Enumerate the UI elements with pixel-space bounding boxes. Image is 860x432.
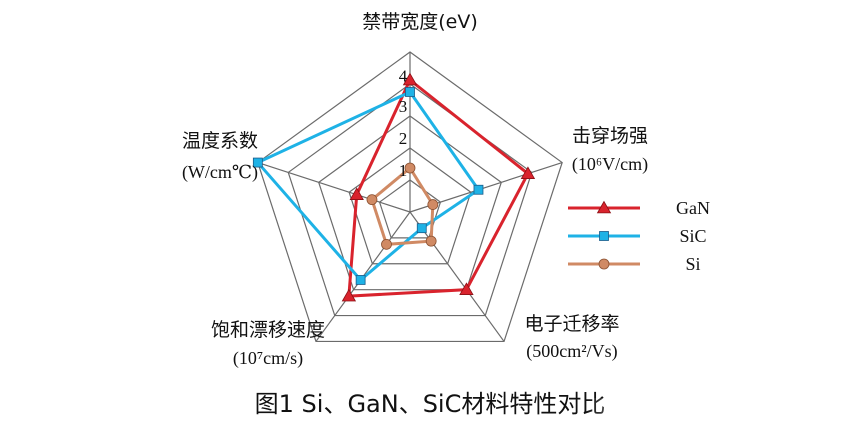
- axis-label: 禁带宽度(eV): [362, 11, 478, 33]
- series-line: [370, 165, 435, 246]
- axis-unit: (10⁷cm/s): [233, 348, 303, 369]
- data-point: [349, 187, 364, 200]
- data-point: [381, 238, 392, 250]
- data-point: [405, 87, 415, 97]
- grid-spoke: [257, 161, 411, 213]
- data-point: [520, 166, 536, 179]
- axis-label: 电子迁移率: [524, 313, 619, 335]
- series-gan: [341, 72, 536, 302]
- legend-label: GaN: [676, 198, 710, 218]
- data-point: [416, 223, 427, 234]
- grid-spoke: [409, 211, 505, 342]
- axis-unit: (500cm²/Vs): [526, 341, 617, 362]
- radial-ticks: 1 2 3 4: [399, 67, 408, 180]
- axis-unit: (W/cm℃): [182, 162, 258, 183]
- data-point: [402, 72, 418, 86]
- legend-item-si: Si: [568, 254, 701, 274]
- legend: GaN SiC Si: [568, 198, 710, 274]
- grid-ring: [287, 83, 533, 317]
- series-line: [347, 77, 530, 298]
- data-point: [404, 162, 416, 174]
- axis-label: 击穿场强: [572, 125, 648, 147]
- radar-series: [252, 72, 536, 302]
- figure-caption: 图1 Si、GaN、SiC材料特性对比: [254, 390, 606, 418]
- legend-marker: [598, 258, 610, 270]
- series-sic: [252, 87, 484, 285]
- data-point: [473, 184, 484, 195]
- grid-ring: [257, 51, 563, 343]
- grid-ring: [348, 147, 472, 265]
- series-si: [366, 162, 439, 250]
- series-line: [255, 90, 481, 283]
- tick-label: 2: [399, 129, 408, 148]
- data-point: [425, 235, 437, 247]
- radar-chart: 1 2 3 4 禁带宽度(eV) 击穿场强 (10⁶V/cm) 电子迁移率 (500cm²/V…: [182, 11, 710, 369]
- axis-labels: 禁带宽度(eV) 击穿场强 (10⁶V/cm) 电子迁移率 (500cm²/Vs) 饱和漂…: [182, 11, 648, 369]
- data-point: [366, 194, 378, 206]
- data-point: [252, 157, 263, 168]
- legend-item-gan: GaN: [568, 198, 710, 218]
- data-point: [427, 199, 439, 210]
- grid-ring: [317, 115, 503, 291]
- axis-label: 饱和漂移速度: [211, 319, 325, 341]
- data-point: [355, 275, 366, 285]
- axis-unit: (10⁶V/cm): [572, 154, 648, 175]
- data-point: [341, 288, 357, 302]
- legend-item-sic: SiC: [568, 226, 707, 246]
- axis-label: 温度系数: [182, 130, 258, 152]
- legend-label: SiC: [679, 226, 706, 246]
- legend-marker: [596, 200, 612, 214]
- legend-label: Si: [685, 254, 700, 274]
- data-point: [459, 282, 474, 295]
- tick-label: 3: [399, 97, 408, 116]
- tick-label: 4: [399, 67, 408, 86]
- tick-label: 1: [399, 161, 408, 180]
- legend-marker: [599, 231, 609, 241]
